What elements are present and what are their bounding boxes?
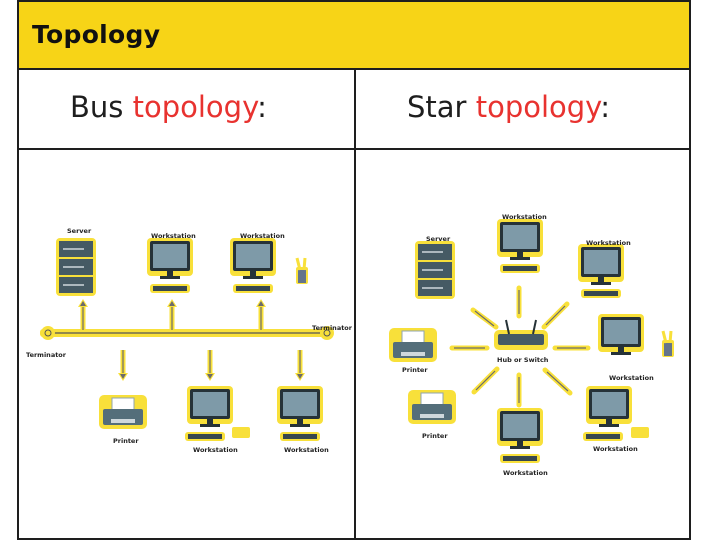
star-workstation-bottom-right-label: Workstation — [593, 445, 638, 453]
bus-arrow-workstation-top-2 — [256, 299, 266, 330]
terminator-right-label: Terminator — [312, 324, 353, 332]
hub-icon — [493, 319, 549, 351]
star-heading-prefix: Star — [407, 90, 476, 124]
bus-workstation-top-1-icon — [147, 238, 193, 279]
star-keyboard-bottom-icon — [500, 454, 540, 463]
bus-keyboard-bottom-2-icon — [280, 432, 320, 441]
star-mouse-pad-icon — [631, 427, 649, 438]
hub-label: Hub or Switch — [497, 356, 549, 364]
star-keyboard-top-icon — [500, 264, 540, 273]
bus-mouse-pad-icon — [232, 427, 250, 438]
bus-heading-suffix: : — [257, 90, 267, 124]
bus-workstation-bottom-2-label: Workstation — [284, 446, 329, 454]
bus-workstation-bottom-1-icon — [187, 386, 233, 427]
star-server-label: Server — [426, 235, 451, 243]
star-workstation-top-right-icon — [578, 244, 624, 285]
star-workstation-bottom-right-icon — [586, 386, 632, 427]
bus-arrow-workstation-bottom-2 — [295, 350, 305, 381]
terminator-left-icon — [41, 326, 55, 340]
star-printer-lower-icon — [407, 389, 457, 425]
bus-arrow-workstation-top-1 — [167, 299, 177, 330]
bus-workstation-top-1-label: Workstation — [151, 232, 196, 240]
star-heading-highlight: topology — [475, 90, 601, 124]
bus-server-label: Server — [67, 227, 92, 235]
bus-workstation-bottom-1-label: Workstation — [193, 446, 238, 454]
bus-printer-label: Printer — [113, 437, 139, 445]
star-pencil-cup-icon — [660, 329, 676, 359]
bus-arrow-workstation-bottom-1 — [205, 350, 215, 381]
bus-topology-heading: Bus topology: — [70, 90, 267, 124]
star-keyboard-top-right-icon — [581, 289, 621, 298]
star-workstation-top-label: Workstation — [502, 213, 547, 221]
bus-keyboard-top-1-icon — [150, 284, 190, 293]
star-workstation-top-icon — [497, 219, 543, 260]
star-topology-heading: Star topology: — [407, 90, 610, 124]
bus-keyboard-top-2-icon — [233, 284, 273, 293]
bus-workstation-top-2-icon — [230, 238, 276, 279]
star-workstation-bottom-icon — [497, 408, 543, 449]
bus-heading-highlight: topology — [132, 90, 258, 124]
terminator-left-label: Terminator — [26, 351, 67, 359]
star-workstation-bottom-label: Workstation — [503, 469, 548, 477]
bus-arrow-server — [78, 299, 88, 330]
star-workstation-top-right-label: Workstation — [586, 239, 631, 247]
star-workstation-right-label: Workstation — [609, 374, 654, 382]
bus-keyboard-bottom-1-icon — [185, 432, 225, 441]
header-row-divider — [17, 148, 691, 150]
star-workstation-right-icon — [598, 314, 644, 355]
pencil-cup-icon — [294, 256, 310, 286]
terminator-left-ring — [44, 329, 52, 337]
bus-heading-prefix: Bus — [70, 90, 133, 124]
bus-printer-icon — [98, 394, 148, 430]
star-printer-lower-label: Printer — [422, 432, 448, 440]
star-printer-upper-icon — [388, 327, 438, 363]
column-divider — [354, 70, 356, 540]
star-printer-upper-label: Printer — [402, 366, 428, 374]
bus-arrow-printer — [118, 350, 128, 381]
bus-workstation-top-2-label: Workstation — [240, 232, 285, 240]
bus-backbone — [40, 329, 328, 337]
star-keyboard-bottom-right-icon — [583, 432, 623, 441]
bus-workstation-bottom-2-icon — [277, 386, 323, 427]
page-title: Topology — [32, 20, 161, 49]
bus-server-icon — [55, 237, 97, 297]
terminator-right-ring — [323, 329, 331, 337]
terminator-right-icon — [320, 326, 334, 340]
star-arrow-lines — [454, 290, 586, 403]
star-heading-suffix: : — [600, 90, 611, 124]
star-server-icon — [414, 240, 456, 300]
